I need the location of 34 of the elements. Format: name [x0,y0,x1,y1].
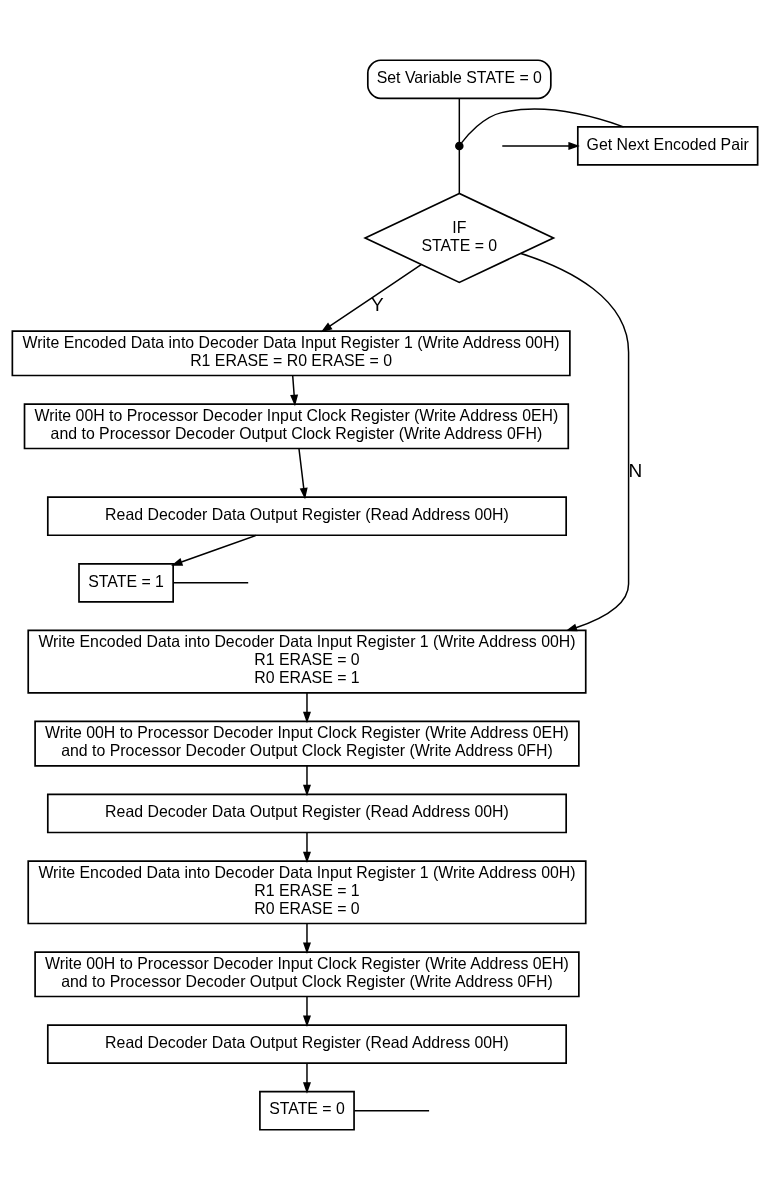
node-box: Read Decoder Data Output Register (Read Address 00H) [46,1024,567,1064]
node-box: Write 00H to Processor Decoder Input Clock Register (Write Address 0EH) and to Processor Decoder Output Clock Register (Write Address 0FH) [23,403,570,450]
node-box: Read Decoder Data Output Register (Read Address 00H) [46,793,567,834]
arrow [298,447,308,500]
arrow [302,765,311,797]
arrow [320,263,422,333]
node-box: Write Encoded Data into Decoder Data Input Register 1 (Write Address 00H) R1 ERASE = 0 R0 ERASE = 1 [27,629,587,694]
arrow [302,692,311,724]
arrow [171,534,257,566]
arrow [520,252,630,632]
connector [460,108,625,144]
node-box: Read Decoder Data Output Register (Read Address 00H) [46,496,567,537]
edge-label: Y [370,294,384,316]
node-dot [455,141,464,151]
arrow [302,831,311,864]
node-box: STATE = 0 [259,1090,355,1131]
arrow [302,1062,311,1094]
connector [458,148,461,194]
connector [172,582,249,584]
arrow [290,374,299,407]
node-box: Write Encoded Data into Decoder Data Input Register 1 (Write Address 00H) R1 ERASE = R0 ERASE = 0 [11,330,571,377]
arrow [302,922,311,954]
arrow [302,996,311,1027]
node-diamond: IF STATE = 0 [363,192,556,284]
node-box: Get Next Encoded Pair [576,126,759,166]
node-box: Write 00H to Processor Decoder Input Clock Register (Write Address 0EH) and to Processor Decoder Output Clock Register (Write Address 0FH) [34,720,580,767]
arrow [501,141,580,150]
node-box: Set Variable STATE = 0 [366,59,552,100]
edge-label: N [628,460,643,482]
node-box: Write 00H to Processor Decoder Input Clock Register (Write Address 0EH) and to Processor Decoder Output Clock Register (Write Address 0FH) [34,951,580,998]
connector [458,97,461,143]
connector [353,1110,430,1112]
node-box: Write Encoded Data into Decoder Data Input Register 1 (Write Address 00H) R1 ERASE = 1 R0 ERASE = 0 [27,860,587,925]
node-box: STATE = 1 [78,562,174,603]
